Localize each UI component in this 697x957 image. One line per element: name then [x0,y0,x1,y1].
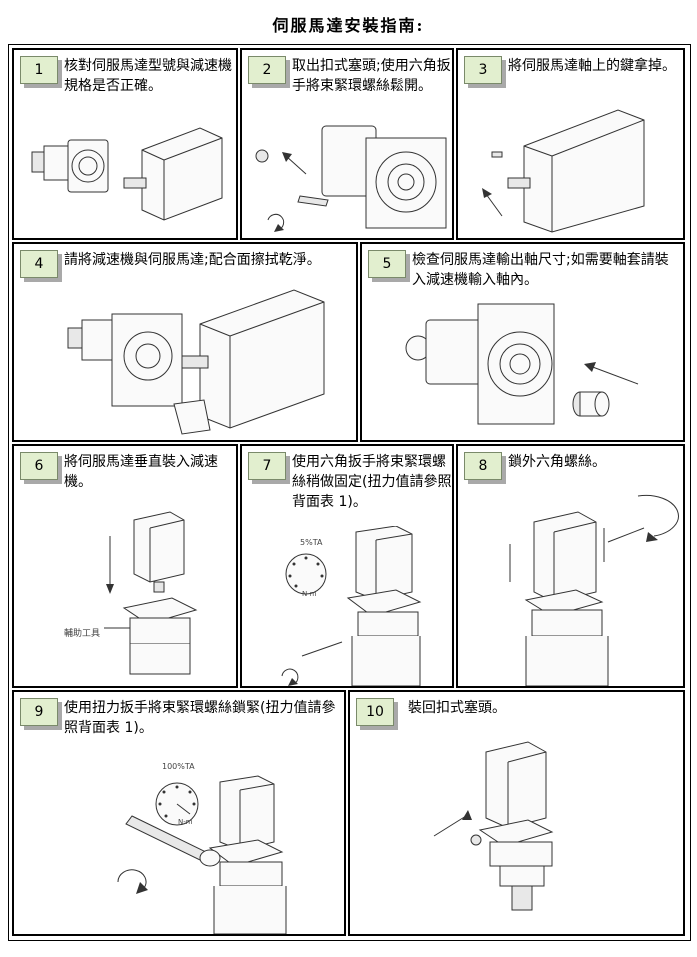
step-panel-3: 3 將伺服馬達軸上的鍵拿掉。 [456,48,685,240]
step-number: 6 [20,452,58,480]
step-number: 9 [20,698,58,726]
gearbox-and-motor-illustration [24,120,230,230]
step-number: 5 [368,250,406,278]
step-panel-9: 9 使用扭力扳手將束緊環螺絲鎖緊(扭力值請參照背面表 1)。 100%TA N-… [12,690,346,936]
step-text: 將伺服馬達軸上的鍵拿掉。 [508,58,676,74]
step-panel-5: 5 檢查伺服馬達輸出軸尺寸;如需要軸套請裝入減速機輸入軸內。 [360,242,685,442]
step-panel-8: 8 鎖外六角螺絲。 [456,444,685,688]
step-text: 裝回扣式塞頭。 [408,700,506,716]
step-number: 10 [356,698,394,726]
plug-reinstall-illustration [420,732,620,932]
step-panel-4: 4 請將減速機與伺服馬達;配合面擦拭乾淨。 [12,242,358,442]
torque-unit: N-m [302,590,317,598]
step-panel-10: 10 裝回扣式塞頭。 [348,690,685,936]
step-text: 取出扣式塞頭;使用六角扳手將束緊環螺絲鬆開。 [292,58,451,94]
step-panel-1: 1 核對伺服馬達型號與減速機規格是否正確。 [12,48,238,240]
instruction-frame [8,44,691,941]
step-text: 請將減速機與伺服馬達;配合面擦拭乾淨。 [64,252,321,268]
step-text: 使用扭力扳手將束緊環螺絲鎖緊(扭力值請參照背面表 1)。 [64,700,336,736]
vertical-mounting-illustration [54,506,234,686]
torque-dial-100-illustration [152,770,202,830]
motor-key-removal-illustration [468,106,680,236]
step-text: 檢查伺服馬達輸出軸尺寸;如需要軸套請裝入減速機輸入軸內。 [412,252,669,288]
step-number: 2 [248,56,286,84]
page-title: 伺服馬達安裝指南: [272,16,425,35]
torque-unit: N-m [178,818,193,826]
step-number: 4 [20,250,58,278]
step-text: 將伺服馬達垂直裝入減速機。 [64,454,218,490]
torque-dial-5-illustration [282,540,330,600]
cleaning-surface-illustration [64,284,354,440]
step-text: 核對伺服馬達型號與減速機規格是否正確。 [64,58,232,94]
step-panel-7: 7 使用六角扳手將束緊環螺絲稍做固定(扭力值請參照背面表 1)。 5%TA N-… [240,444,454,688]
step-number: 3 [464,56,502,84]
step-number: 8 [464,452,502,480]
step-text: 使用六角扳手將束緊環螺絲稍做固定(扭力值請參照背面表 1)。 [292,454,452,510]
hex-bolt-illustration [498,492,683,686]
torque-label-5: 5%TA [300,538,323,547]
torque-wrench-illustration [110,772,344,934]
torque-label-100: 100%TA [162,762,195,771]
step-panel-6: 6 將伺服馬達垂直裝入減速機。 輔助工具 [12,444,238,688]
shaft-sleeve-illustration [398,294,680,440]
hex-wrench-illustration [248,120,452,236]
step-panel-2: 2 取出扣式塞頭;使用六角扳手將束緊環螺絲鬆開。 [240,48,454,240]
aux-tool-label: 輔助工具 [64,629,101,639]
step-number: 1 [20,56,58,84]
motor-on-gearbox-illustration [272,525,452,686]
step-number: 7 [248,452,286,480]
step-text: 鎖外六角螺絲。 [508,454,606,470]
